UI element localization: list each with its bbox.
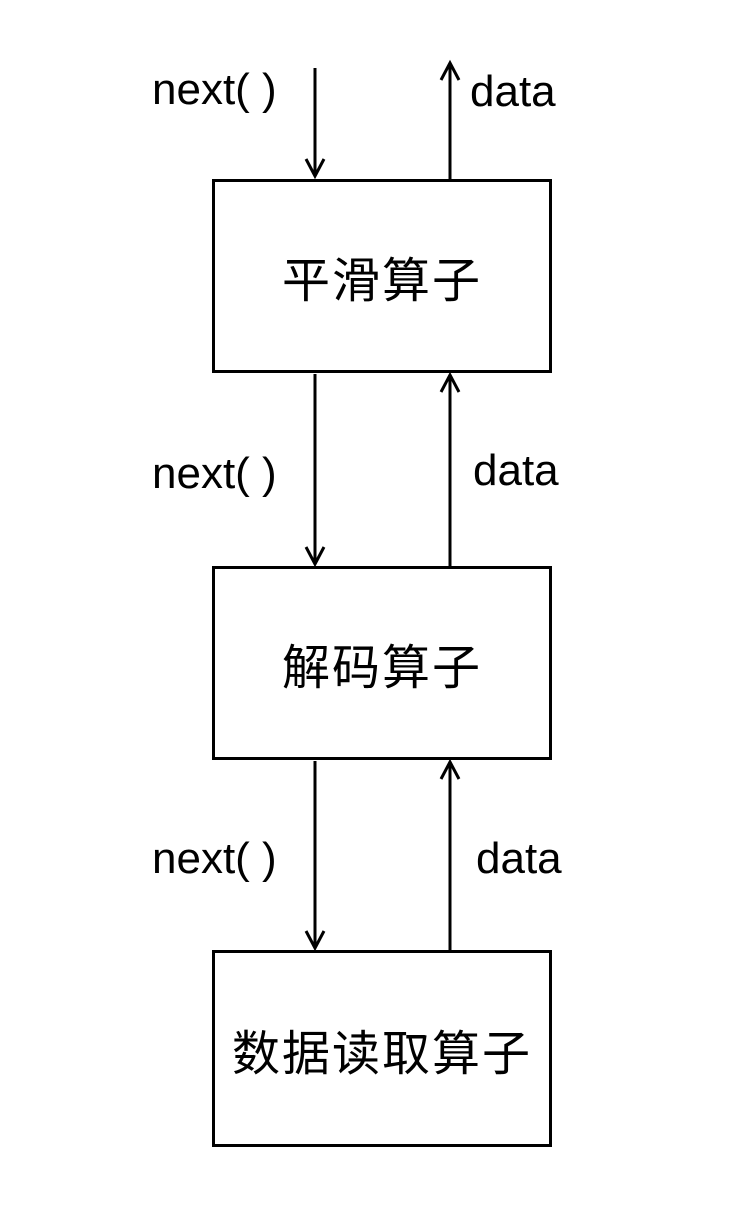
data-return-up-arrow xyxy=(439,371,461,566)
next-call-down-arrow xyxy=(304,68,326,180)
next-call-label: next( ) xyxy=(152,65,277,114)
node-label: 平滑算子 xyxy=(281,255,482,308)
next-call-label: next( ) xyxy=(152,449,277,498)
node-decoding-operator: 解码算子 xyxy=(212,566,552,760)
node-data-reading-operator: 数据读取算子 xyxy=(212,950,552,1147)
node-smoothing-operator: 平滑算子 xyxy=(212,179,552,373)
next-call-down-arrow xyxy=(304,761,326,952)
node-label: 数据读取算子 xyxy=(231,1027,532,1081)
data-return-up-arrow xyxy=(439,59,461,179)
next-call-down-arrow xyxy=(304,374,326,568)
data-return-up-arrow xyxy=(439,758,461,950)
data-return-label: data xyxy=(476,834,562,883)
next-call-label: next( ) xyxy=(152,834,277,883)
data-return-label: data xyxy=(470,67,556,116)
node-label: 解码算子 xyxy=(281,642,482,695)
data-return-label: data xyxy=(473,446,559,495)
